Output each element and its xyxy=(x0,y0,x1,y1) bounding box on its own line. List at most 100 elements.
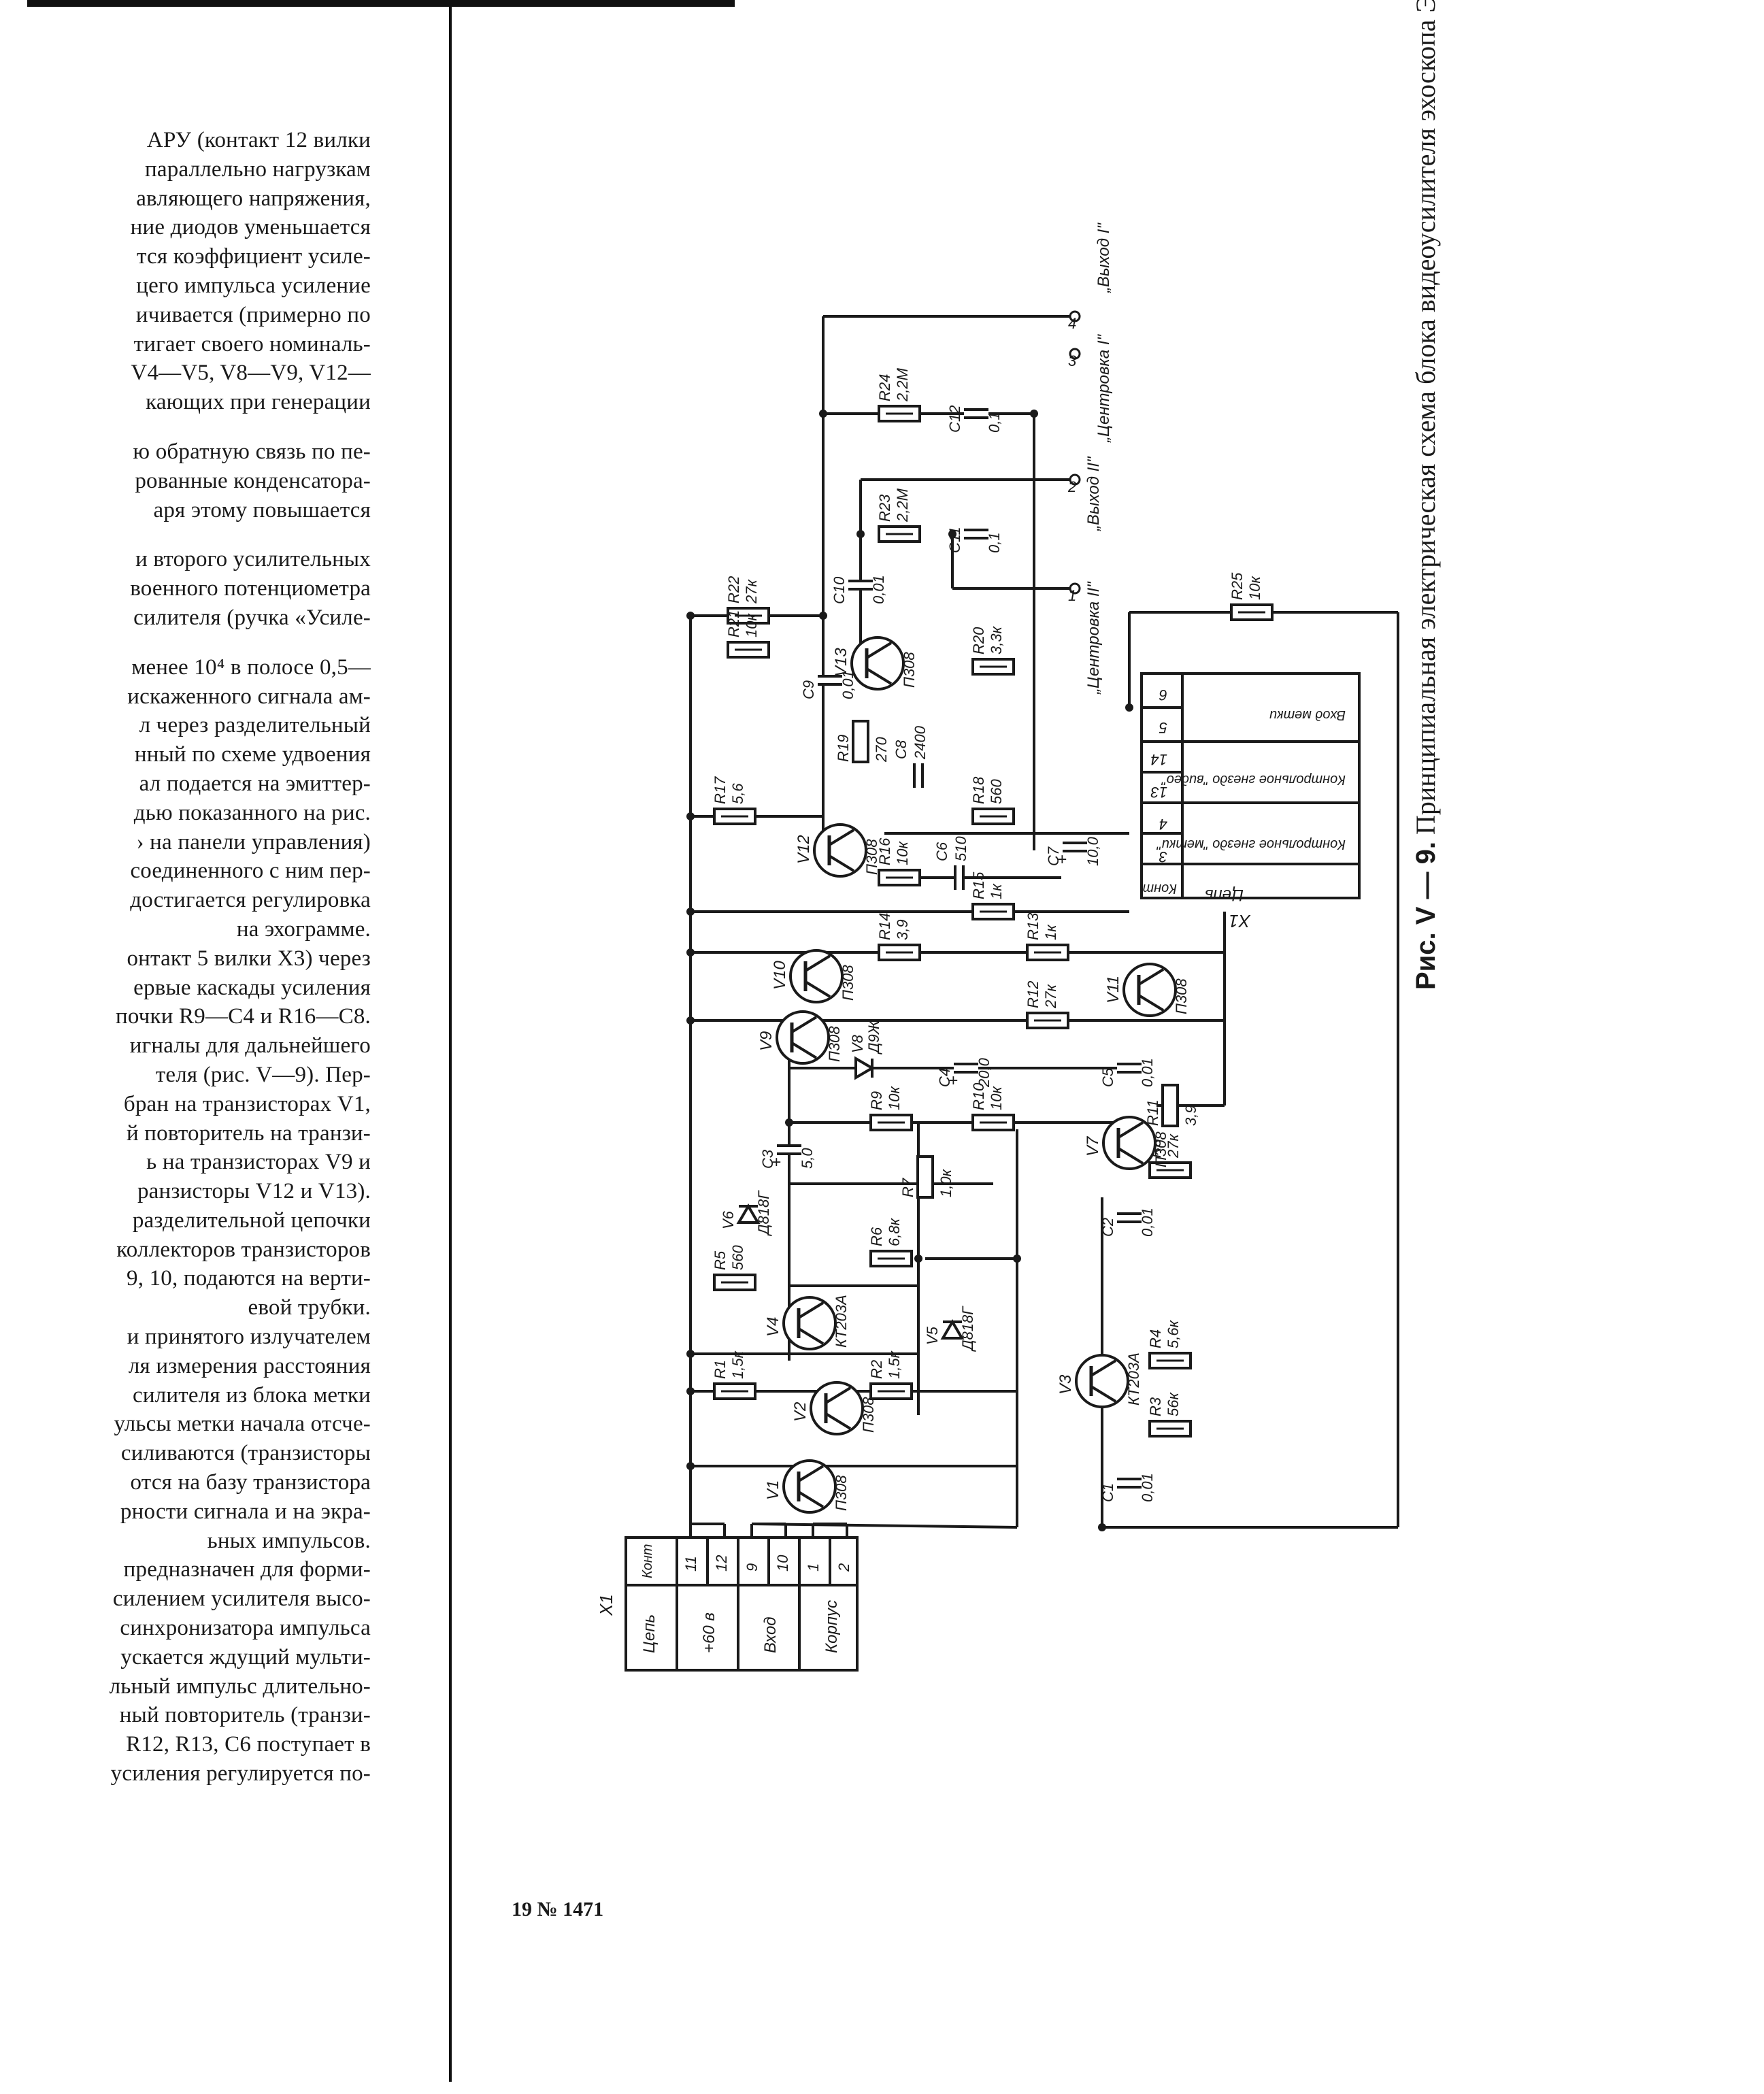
text-line: силителя (ручка «Усиле- xyxy=(133,605,371,630)
capacitor-ref: C11 xyxy=(946,527,963,553)
transistor-type: П308 xyxy=(839,965,856,1001)
resistor-ref: R7 xyxy=(899,1178,916,1197)
diode-type: Д818Г xyxy=(959,1306,976,1352)
junction-dot xyxy=(1125,703,1133,712)
pin-number: 5 xyxy=(1159,719,1167,736)
text-line: игналы для дальнейшего xyxy=(129,1033,371,1059)
text-line: ранзисторы V12 и V13). xyxy=(137,1179,371,1204)
row-name: Контрольное гнездо "видео" xyxy=(1161,772,1346,787)
cap-gap xyxy=(1063,842,1087,852)
transistor-collector xyxy=(1137,968,1165,986)
resistor-ref: R25 xyxy=(1229,572,1246,600)
transistor-v11 xyxy=(1122,963,1177,1017)
text-line: силением усилителя высо- xyxy=(112,1586,371,1612)
text-line: усиления регулируется по- xyxy=(110,1761,371,1786)
text-line: искаженного сигнала ам- xyxy=(127,684,371,709)
transistor-emitter xyxy=(791,1042,818,1059)
text-line: тся коэффициент усиле- xyxy=(137,244,371,269)
capacitor-value: 0,01 xyxy=(1139,1058,1156,1087)
resistor-ref: R1 xyxy=(712,1360,729,1379)
transistor-type: П308 xyxy=(901,652,918,688)
capacitor-ref: C8 xyxy=(893,739,910,759)
capacitor-ref: C6 xyxy=(933,842,950,861)
junction-dot xyxy=(1013,1254,1021,1263)
junction-dot xyxy=(785,1118,793,1127)
capacitor-value: 0,01 xyxy=(1139,1473,1156,1502)
text-line: на эхограмме. xyxy=(236,916,371,942)
text-line: и второго усилительных xyxy=(135,547,371,572)
text-line: ный повторитель (транзи- xyxy=(119,1703,371,1728)
pin-number: 11 xyxy=(682,1556,699,1572)
text-line: V4—V5, V8—V9, V12— xyxy=(131,361,371,386)
connector-label: X1 xyxy=(1229,911,1251,931)
resistor-ref: R2 xyxy=(868,1360,885,1379)
diode-type: Д818Г xyxy=(755,1190,772,1237)
text-line: рности сигнала и на экра- xyxy=(120,1499,371,1524)
resistor-value: 3,9 xyxy=(1182,1105,1199,1126)
cap-gap xyxy=(848,580,873,590)
top-rule xyxy=(27,0,735,7)
resistor-ref: R23 xyxy=(876,494,893,522)
text-line: аря этому повышается xyxy=(153,497,371,522)
transistor-collector xyxy=(797,1465,825,1482)
cap-gap xyxy=(818,676,842,685)
text-line: АРУ (контакт 12 вилки xyxy=(146,128,371,152)
resistor-value: 1к xyxy=(1042,924,1059,940)
output-label: „Центровка I" xyxy=(1095,334,1113,443)
resistor-value: 1к xyxy=(988,883,1005,899)
junction-dot xyxy=(686,1387,695,1395)
output-pin-number: 1 xyxy=(1068,587,1076,604)
capacitor-value: 10,0 xyxy=(1084,836,1101,866)
pin-number: 13 xyxy=(1150,784,1167,801)
pin-number: 9 xyxy=(744,1563,761,1572)
text-line: отся на базу транзистора xyxy=(130,1470,371,1495)
output-pin-number: 2 xyxy=(1067,478,1076,495)
transistor-collector xyxy=(865,642,893,659)
transistor-v2 xyxy=(810,1381,864,1435)
capacitor-value: 510 xyxy=(952,836,969,861)
text-line: ьных импульсов. xyxy=(207,1528,371,1553)
text-line: синхронизатора импульса xyxy=(120,1616,371,1641)
transistor-ref: V4 xyxy=(764,1317,782,1337)
text-line: и принятого излучателем xyxy=(127,1325,371,1350)
output-pin-number: 3 xyxy=(1068,352,1077,369)
transistor-ref: V13 xyxy=(832,648,850,677)
capacitor-ref: C5 xyxy=(1099,1067,1116,1087)
text-line: менее 10⁴ в полосе 0,5— xyxy=(131,654,371,680)
text-line: военного потенциометра xyxy=(130,576,371,601)
pin-number: 4 xyxy=(1159,816,1167,833)
text-line: R12, R13, C6 поступает в xyxy=(126,1732,371,1757)
resistor-ref: R21 xyxy=(725,610,742,637)
transistor-ref: V12 xyxy=(795,835,813,864)
text-line: ал подается на эмиттер- xyxy=(139,771,371,796)
transistor-type: П308 xyxy=(1152,1131,1169,1167)
transistor-ref: V10 xyxy=(771,961,789,990)
text-line: евой трубки. xyxy=(248,1295,371,1320)
table-header-pin: Конт xyxy=(1142,881,1177,896)
junction-dot xyxy=(1030,410,1038,418)
connector-label: X1 xyxy=(596,1594,616,1616)
pin-number: 6 xyxy=(1159,686,1167,703)
junction-dot xyxy=(819,612,827,620)
polarity-mark: + xyxy=(771,1153,781,1171)
text-line: силителя из блока метки xyxy=(133,1382,371,1408)
output-label: „Выход II" xyxy=(1084,456,1103,531)
connector-x1-left xyxy=(625,1536,859,1672)
diode-v5 xyxy=(940,1319,965,1340)
row-name: Контрольное гнездо "метки" xyxy=(1156,837,1346,852)
cap-gap xyxy=(777,1145,801,1154)
resistor-value: 1,5к xyxy=(729,1350,746,1379)
resistor-r11 xyxy=(1161,1084,1179,1127)
text-line: ускается ждущий мульти- xyxy=(120,1644,371,1669)
transistor-ref: V9 xyxy=(757,1031,776,1051)
transistor-v9 xyxy=(776,1010,830,1065)
text-line: предназначен для форми- xyxy=(123,1557,371,1582)
row-name: Вход xyxy=(761,1616,780,1653)
cap-gap xyxy=(1117,1063,1142,1073)
transistor-collector xyxy=(1117,1121,1144,1139)
junction-dot xyxy=(914,1254,922,1263)
cap-gap xyxy=(964,409,988,418)
pin-number: 2 xyxy=(835,1563,852,1572)
pin-number: 10 xyxy=(774,1555,791,1572)
text-line: ичивается (примерно по xyxy=(135,302,371,327)
